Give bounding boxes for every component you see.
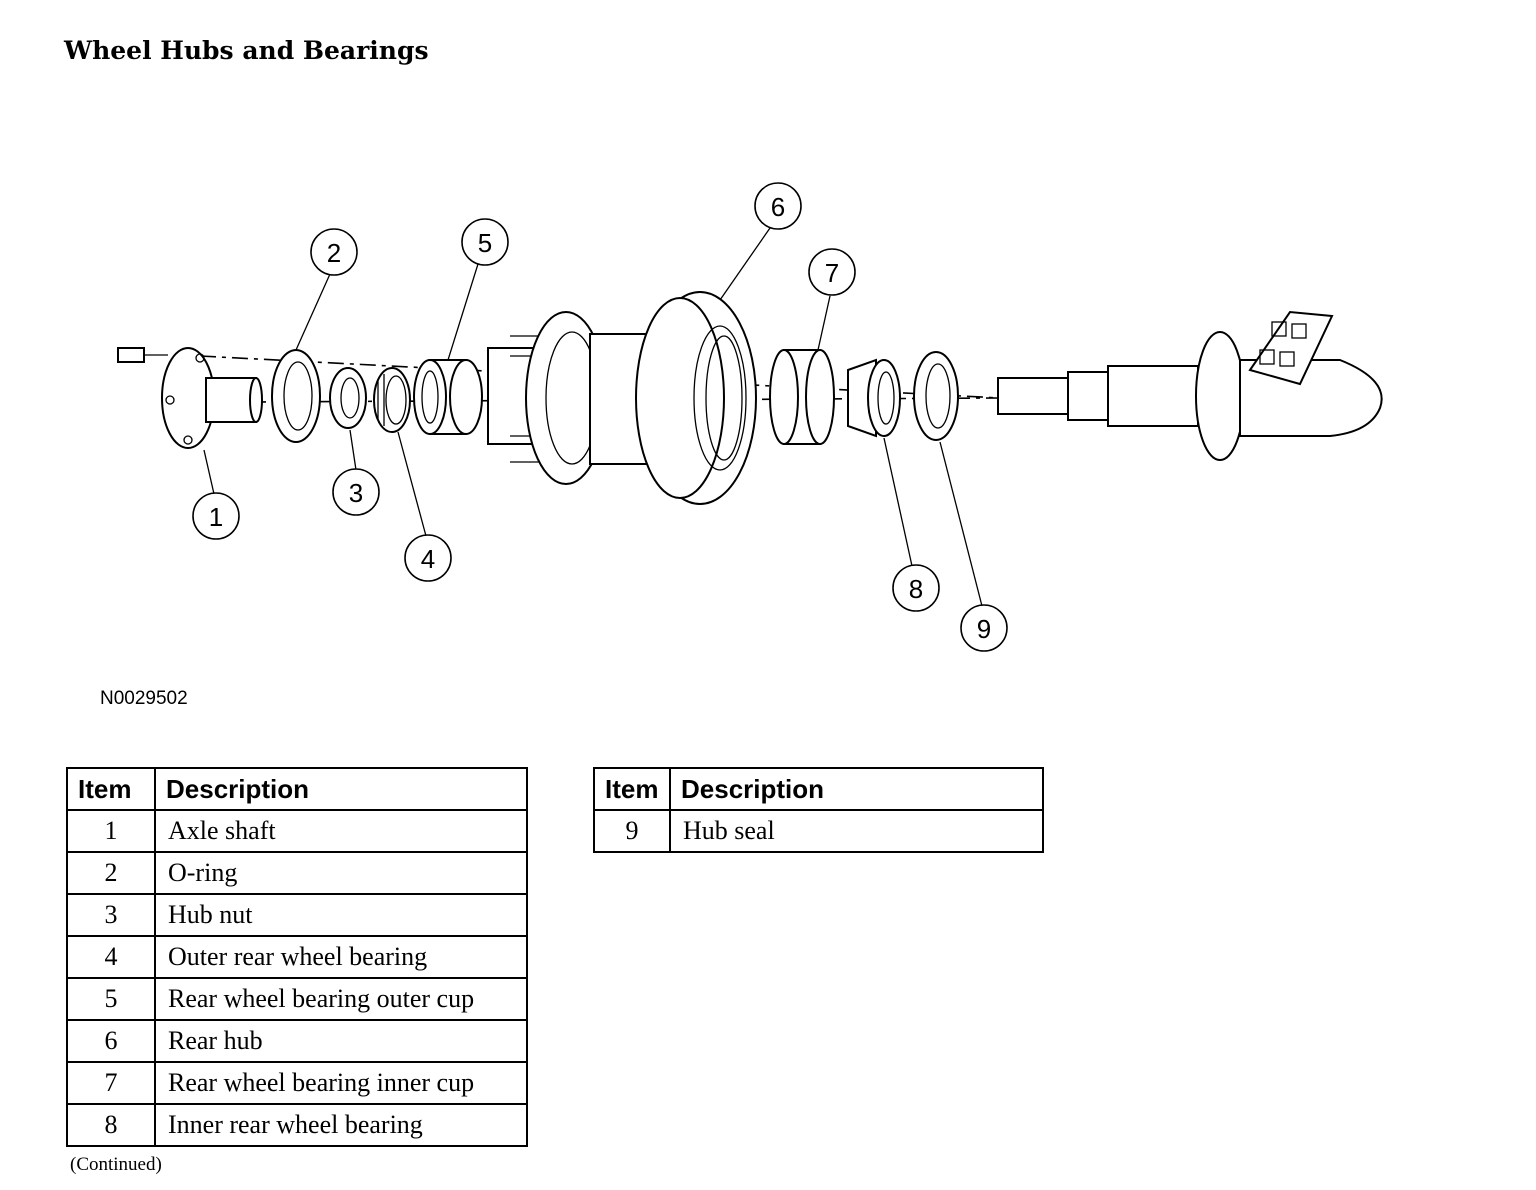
item-description: O-ring: [154, 851, 528, 895]
table-header-row: Item Description: [593, 767, 1044, 811]
item-description: Hub seal: [669, 809, 1044, 853]
svg-text:2: 2: [327, 238, 341, 268]
svg-text:5: 5: [478, 228, 492, 258]
svg-text:9: 9: [977, 614, 991, 644]
outer-bearing-part: [373, 367, 411, 433]
item-number: 2: [66, 851, 156, 895]
continued-note: (Continued): [70, 1154, 162, 1175]
header-item: Item: [593, 767, 671, 811]
item-number: 7: [66, 1061, 156, 1105]
item-description: Rear wheel bearing inner cup: [154, 1061, 528, 1105]
rear-hub-part: [487, 291, 757, 505]
outer-cup-part: [413, 359, 483, 435]
item-number: 8: [66, 1103, 156, 1147]
page-title: Wheel Hubs and Bearings: [64, 36, 429, 65]
svg-text:8: 8: [909, 574, 923, 604]
callout-7: 7: [808, 248, 856, 296]
callout-3: 3: [332, 468, 380, 516]
item-number: 1: [66, 809, 156, 853]
callout-2: 2: [310, 228, 358, 276]
item-number: 4: [66, 935, 156, 979]
svg-text:4: 4: [421, 544, 435, 574]
callout-4: 4: [404, 534, 452, 582]
o-ring-part: [271, 349, 321, 443]
hub-seal-part: [913, 351, 959, 441]
item-description: Inner rear wheel bearing: [154, 1103, 528, 1147]
table-header-row: Item Description: [66, 767, 528, 811]
item-number: 5: [66, 977, 156, 1021]
hub-nut-part: [329, 367, 367, 429]
svg-text:1: 1: [209, 502, 223, 532]
callout-8: 8: [892, 564, 940, 612]
callout-1: 1: [192, 492, 240, 540]
callout-6: 6: [754, 182, 802, 230]
leader-lines: [203, 227, 983, 607]
item-description: Axle shaft: [154, 809, 528, 853]
header-description: Description: [669, 767, 1044, 811]
item-description: Hub nut: [154, 893, 528, 937]
inner-bearing-part: [847, 358, 901, 438]
axle-shaft-part: [117, 347, 263, 449]
item-description: Rear hub: [154, 1019, 528, 1063]
header-item: Item: [66, 767, 156, 811]
svg-text:3: 3: [349, 478, 363, 508]
center-axis: [199, 355, 1001, 399]
item-number: 6: [66, 1019, 156, 1063]
callout-9: 9: [960, 604, 1008, 652]
item-number: 9: [593, 809, 671, 853]
item-number: 3: [66, 893, 156, 937]
svg-text:7: 7: [825, 258, 839, 288]
callout-5: 5: [461, 218, 509, 266]
header-description: Description: [154, 767, 528, 811]
item-description: Outer rear wheel bearing: [154, 935, 528, 979]
inner-cup-part: [769, 349, 835, 445]
item-description: Rear wheel bearing outer cup: [154, 977, 528, 1021]
svg-text:6: 6: [771, 192, 785, 222]
figure-id: N0029502: [100, 688, 188, 709]
axle-housing-part: [997, 310, 1383, 461]
exploded-hub-diagram: 1 2 3 4 5 6 7 8 9: [117, 182, 1383, 652]
